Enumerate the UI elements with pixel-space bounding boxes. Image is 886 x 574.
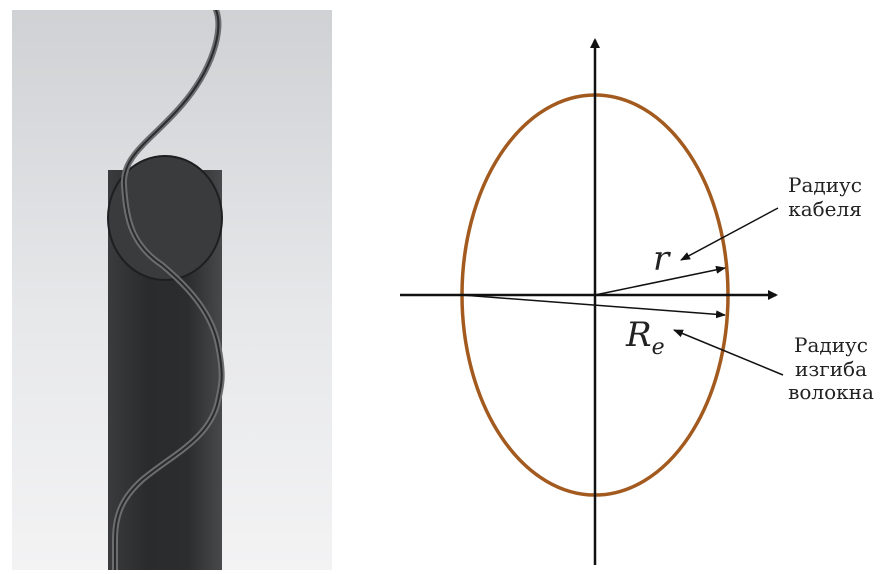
cable-radius-label-line2: кабеля: [788, 196, 862, 221]
cable-illustration: [12, 10, 332, 570]
re-vector: [461, 294, 726, 319]
re-symbol-subscript: e: [651, 335, 665, 360]
re-symbol: Re: [626, 315, 665, 359]
cable-radius-label: Радиус кабеля: [775, 173, 875, 221]
cable-radius-label-line1: Радиус: [788, 173, 862, 197]
r-symbol: r: [653, 239, 670, 279]
bend-radius-label-line3: волокна: [788, 380, 874, 405]
cross-section-diagram: [400, 38, 784, 565]
re-symbol-main: R: [626, 315, 652, 355]
r-vector: [594, 265, 726, 296]
cylinder-top: [108, 156, 222, 280]
bend-radius-label-line1: Радиус: [794, 333, 868, 357]
bend-radius-label-line2: изгиба: [794, 356, 867, 381]
bend-radius-pointer: [673, 329, 784, 376]
bend-radius-label: Радиус изгиба волокна: [778, 333, 884, 405]
cable-radius-pointer: [680, 207, 779, 261]
